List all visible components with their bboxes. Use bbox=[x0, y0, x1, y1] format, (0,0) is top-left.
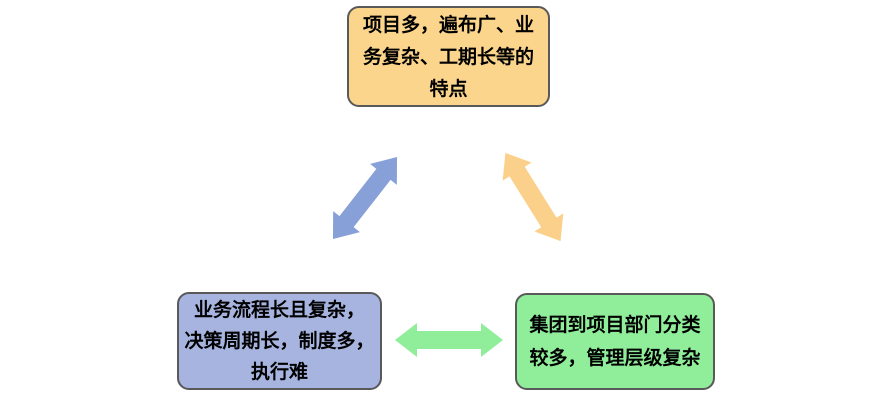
node-business-process-complexity: 业务流程长且复杂， 决策周期长，制度多， 执行难 bbox=[177, 292, 382, 390]
node-text-line: 执行难 bbox=[250, 360, 308, 383]
double-arrow-top-to-bottom-right-icon bbox=[502, 152, 564, 242]
double-arrow-bottom-left-to-bottom-right-icon bbox=[395, 323, 503, 357]
node-text-line: 集团到项目部门分类 bbox=[529, 313, 701, 336]
node-text-line: 决策周期长，制度多， bbox=[184, 329, 375, 352]
node-text-line: 务复杂、工期长等的 bbox=[362, 45, 534, 68]
node-text-line: 较多，管理层级复杂 bbox=[529, 346, 701, 369]
node-project-characteristics: 项目多，遍布广、业 务复杂、工期长等的 特点 bbox=[347, 6, 550, 107]
node-text-line: 业务流程长且复杂， bbox=[193, 298, 365, 321]
node-text-line: 特点 bbox=[429, 77, 468, 100]
node-management-hierarchy-complexity: 集团到项目部门分类 较多，管理层级复杂 bbox=[515, 293, 715, 390]
node-text-line: 项目多，遍布广、业 bbox=[362, 13, 534, 36]
double-arrow-top-to-bottom-left-icon bbox=[332, 157, 398, 239]
